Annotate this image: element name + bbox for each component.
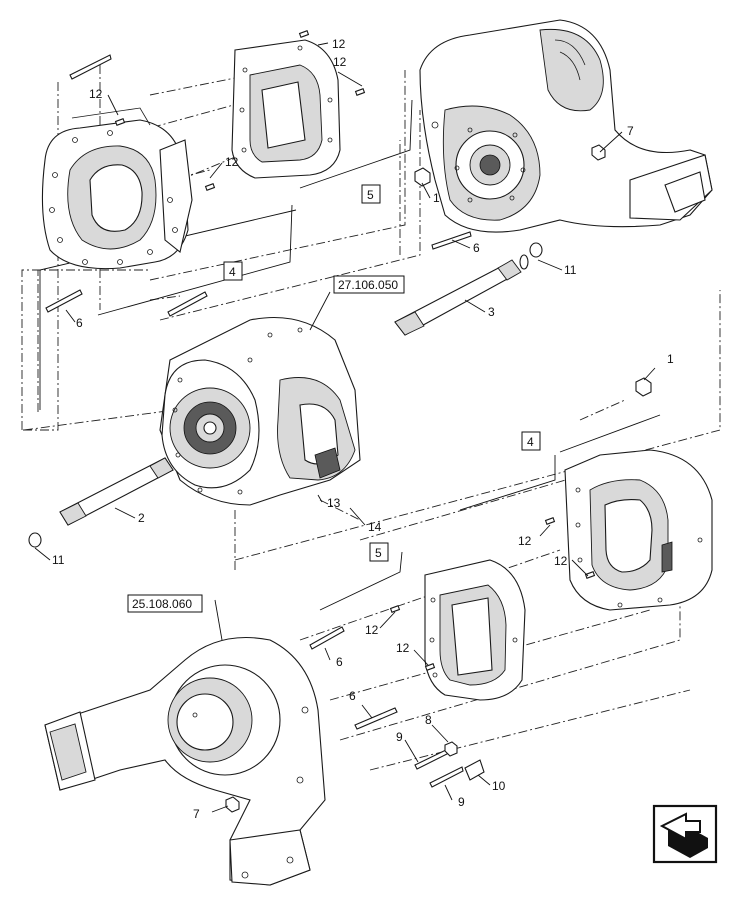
callout-1: 1	[433, 191, 440, 205]
transmission	[159, 317, 361, 506]
group-brackets	[39, 99, 661, 611]
group-box-5	[369, 542, 389, 562]
callout-13: 13	[327, 496, 341, 510]
reference-axle: 25.108.060	[132, 597, 192, 611]
callout-14: 14	[368, 520, 382, 534]
hardware	[45, 30, 652, 813]
callout-11: 11	[52, 553, 65, 567]
right-housing	[564, 449, 713, 611]
reference-box	[333, 275, 405, 294]
callout-12: 12	[333, 55, 347, 69]
lower-spacer-plate	[424, 559, 526, 701]
group-box-5	[361, 184, 381, 204]
shaft-3	[394, 254, 529, 336]
callout-7: 7	[627, 124, 634, 138]
callout-2: 2	[138, 511, 145, 525]
snap-ring-left	[28, 532, 42, 548]
left-housing	[41, 107, 193, 270]
callout-labels: 12 12 12 12 7 1 6 11 6 3 1 2 13 14 11 12…	[52, 37, 674, 821]
callout-9: 9	[458, 795, 465, 809]
callout-8: 8	[425, 713, 432, 727]
callout-12: 12	[518, 534, 532, 548]
group-box-4	[521, 431, 541, 451]
reference-boxes: 27.106.050 25.108.060	[127, 275, 405, 613]
callout-6: 6	[473, 241, 480, 255]
callout-12: 12	[396, 641, 410, 655]
group-label-4: 4	[229, 265, 236, 279]
callout-12: 12	[332, 37, 346, 51]
callout-12: 12	[225, 155, 239, 169]
callout-10: 10	[492, 779, 506, 793]
group-label-5: 5	[367, 188, 374, 202]
reference-box	[127, 594, 203, 613]
bottom-left-axle	[44, 637, 326, 886]
snap-ring-right	[529, 242, 543, 258]
callout-11: 11	[564, 263, 577, 277]
leader-lines	[34, 42, 656, 813]
group-box-4	[223, 261, 243, 281]
top-right-axle	[419, 19, 713, 233]
group-label-5: 5	[375, 546, 382, 560]
group-boxes: 5 4 4 5	[223, 184, 541, 562]
callout-6: 6	[336, 655, 343, 669]
callout-7: 7	[193, 807, 200, 821]
callout-12: 12	[365, 623, 379, 637]
top-spacer-plate	[231, 39, 341, 179]
group-label-4: 4	[527, 435, 534, 449]
callout-6: 6	[349, 689, 356, 703]
callout-12: 12	[89, 87, 103, 101]
callout-6: 6	[76, 316, 83, 330]
reference-transmission: 27.106.050	[338, 278, 398, 292]
callout-1: 1	[667, 352, 674, 366]
callout-9: 9	[396, 730, 403, 744]
callout-3: 3	[488, 305, 495, 319]
shaft-2	[59, 457, 174, 526]
nav-arrow-icon[interactable]	[652, 804, 718, 864]
callout-12: 12	[554, 554, 568, 568]
